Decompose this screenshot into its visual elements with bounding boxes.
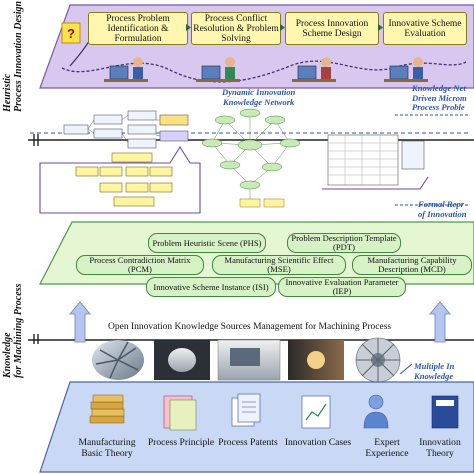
callout-knowledge-network: Knowledge Net Driven Microm Process Prob… <box>412 83 467 112</box>
source-icons <box>89 393 459 431</box>
callout-multiple-knowledge: Multiple In Knowledge <box>414 361 455 381</box>
open-innovation-label: Open Innovation Knowledge Sources Manage… <box>108 322 392 332</box>
source-innovation-theory: Innovation Theory <box>419 437 461 459</box>
template-iep: Innovative Evaluation Parameter (IEP) <box>278 277 406 297</box>
source-process-patents: Process Patents <box>218 437 278 448</box>
theory-book-icon <box>431 395 459 429</box>
template-phs: Problem Heuristic Scene (PHS) <box>148 233 266 253</box>
callout-formal-representation: Formal Repr of Innovation <box>418 199 467 219</box>
document-stack-icon <box>163 395 197 431</box>
engineer-workstation-icons <box>104 57 428 82</box>
step-scheme-evaluation: Innovative Scheme Evaluation <box>383 12 467 45</box>
step-conflict-resolution: Process Conflict Resolution & Problem So… <box>191 12 281 45</box>
machining-photos-strip <box>92 337 401 382</box>
template-pdt: Problem Description Template (PDT) <box>287 233 401 253</box>
network-title: Dynamic Innovation Knowledge Network <box>222 87 296 107</box>
cnc-machine-photo-icon <box>217 339 281 381</box>
patent-documents-icon <box>231 393 261 427</box>
template-pcm: Process Contradiction Matrix (PCM) <box>76 255 204 275</box>
source-manufacturing-basic-theory: Manufacturing Basic Theory <box>78 437 136 459</box>
multiple-arrow <box>399 363 413 375</box>
source-innovation-cases: Innovation Cases <box>284 437 352 448</box>
source-expert-experience: Expert Experience <box>365 437 409 459</box>
step-problem-identification: Process Problem Identification & Formula… <box>88 12 188 45</box>
template-mse: Manufacturing Scientific Effect (MSE) <box>212 255 346 275</box>
step-label: Innovative Scheme Evaluation <box>388 18 462 39</box>
expert-person-icon <box>363 394 389 429</box>
knowledge-network-region <box>28 108 474 214</box>
problem-note-icon: ? <box>61 22 81 44</box>
template-mcd: Manufacturing Capability Description (MC… <box>352 255 472 275</box>
sources-layer-background <box>39 381 474 473</box>
step-scheme-design: Process Innovation Scheme Design <box>285 12 379 45</box>
source-process-principle: Process Principle <box>147 437 215 448</box>
template-isi: Innovative Scheme Instance (ISI) <box>146 277 276 297</box>
case-chart-icon <box>301 395 331 429</box>
impeller-photo-icon <box>92 340 144 380</box>
books-icon <box>89 394 125 424</box>
turbine-blade-photo-icon <box>355 337 401 382</box>
step-label: Process Problem Identification & Formula… <box>106 13 170 44</box>
svg-text:?: ? <box>67 26 75 41</box>
step-arrows <box>186 24 383 31</box>
step-label: Process Innovation Scheme Design <box>295 18 369 39</box>
step-label: Process Conflict Resolution & Problem So… <box>193 13 279 44</box>
